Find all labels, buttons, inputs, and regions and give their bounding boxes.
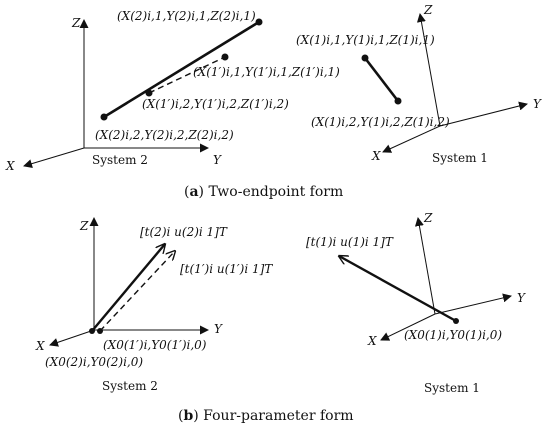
axis-x-label: X [371, 149, 381, 163]
label-bottom-endpoint: (X(1)i,2,Y(1)i,2,Z(1)i,2) [311, 115, 450, 129]
system-label: System 1 [424, 381, 480, 395]
vector-system1 [339, 256, 457, 323]
panel-b-left: Z Y X [t(2)i u(2)i 1]T [t(1′)i u(1′)i 1]… [35, 217, 273, 393]
label-origin-left: (X0(2)i,Y0(2)i,0) [45, 355, 143, 369]
axis-z [414, 217, 436, 315]
endpoint-dot [255, 18, 263, 26]
panel-a-right: Z Y X (X(1)i,1,Y(1)i,1,Z(1)i,1) (X(1)i,2… [296, 3, 542, 165]
axis-x [382, 125, 441, 153]
vector-system2 [91, 244, 165, 332]
label-mid-upper: (X(1′)i,1,Y(1′)i,1,Z(1′)i,1) [193, 65, 340, 79]
endpoint-dot [221, 53, 229, 61]
endpoint-dot [394, 97, 402, 105]
label-vector-mid: [t(1′)i u(1′)i 1]T [180, 262, 273, 276]
segment-system1 [363, 57, 400, 102]
axis-y-label: Y [213, 153, 222, 167]
endpoint-dot [100, 113, 108, 121]
label-top-endpoint: (X(1)i,1,Y(1)i,1,Z(1)i,1) [296, 33, 435, 47]
caption-a: (a) Two-endpoint form [184, 184, 343, 200]
vector-system1-transformed [99, 251, 175, 332]
axis-x-label: X [35, 339, 45, 353]
origin-dot [89, 328, 95, 334]
endpoint-dot [361, 54, 369, 62]
axis-z-label: Z [423, 3, 433, 17]
axis-z-label: Z [71, 16, 81, 30]
label-origin: (X0(1)i,Y0(1)i,0) [404, 328, 502, 342]
axis-y [434, 293, 512, 315]
axis-y-label: Y [533, 97, 542, 111]
axis-z-label: Z [79, 219, 89, 233]
axis-y-label: Y [214, 322, 223, 336]
axis-x-label: X [5, 159, 15, 173]
endpoint-dot [145, 89, 153, 97]
panel-b-right: Z Y X [t(1)i u(1)i 1]T (X0(1)i,Y0(1)i,0)… [306, 211, 526, 395]
label-vector-top: [t(1)i u(1)i 1]T [306, 235, 394, 249]
axis-y-label: Y [517, 291, 526, 305]
label-origin-right: (X0(1′)i,Y0(1′)i,0) [103, 338, 207, 352]
segment-system1-transformed [148, 56, 226, 94]
origin-dot [97, 328, 103, 334]
axis-x [380, 313, 436, 341]
origin-dot [453, 318, 459, 324]
panel-a-left: Z Y X (X(2)i,1,Y(2)i,1,Z(2)i,1) (X(1′)i,… [5, 9, 340, 173]
label-bottom-endpoint: (X(2)i,2,Y(2)i,2,Z(2)i,2) [95, 128, 234, 142]
label-top-endpoint: (X(2)i,1,Y(2)i,1,Z(2)i,1) [117, 9, 256, 23]
label-mid-lower: (X(1′)i,2,Y(1′)i,2,Z(1′)i,2) [142, 97, 289, 111]
system-label: System 1 [432, 151, 488, 165]
axis-x [49, 329, 95, 347]
axis-x [23, 147, 85, 169]
system-label: System 2 [92, 153, 148, 167]
label-vector-top: [t(2)i u(2)i 1]T [140, 225, 228, 239]
axis-x-label: X [367, 334, 377, 348]
system-label: System 2 [102, 379, 158, 393]
axis-y [439, 101, 528, 127]
axis-z-label: Z [423, 211, 433, 225]
axis-z [416, 13, 441, 127]
caption-b: (b) Four-parameter form [178, 408, 354, 424]
segment-system2 [103, 20, 260, 119]
